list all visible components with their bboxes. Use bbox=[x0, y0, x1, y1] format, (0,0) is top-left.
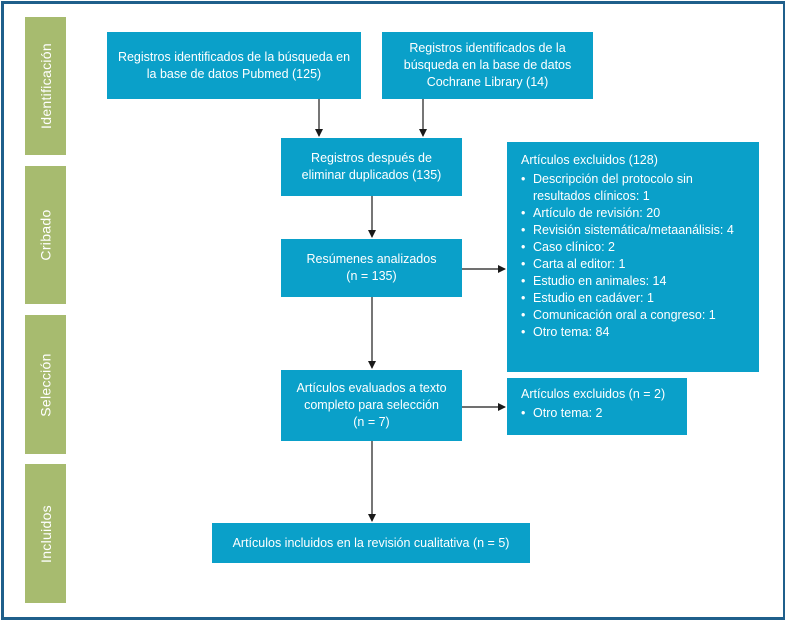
phase-seleccion: Selección bbox=[25, 315, 66, 454]
excluidos-1-item: Otro tema: 84 bbox=[521, 324, 745, 341]
box-resumenes-text: Resúmenes analizados (n = 135) bbox=[306, 252, 437, 283]
box-pubmed-text: Registros identificados de la búsqueda e… bbox=[117, 49, 351, 81]
box-pubmed: Registros identificados de la búsqueda e… bbox=[107, 32, 361, 99]
box-duplicados: Registros después de eliminar duplicados… bbox=[281, 138, 462, 196]
excluidos-1-item: Descripción del protocolo sin resultados… bbox=[521, 171, 745, 205]
box-evaluados: Artículos evaluados a texto completo par… bbox=[281, 370, 462, 441]
phase-identificacion: Identificación bbox=[25, 17, 66, 155]
phase-incluidos: Incluidos bbox=[25, 464, 66, 603]
box-incluidos-text: Artículos incluidos en la revisión cuali… bbox=[232, 535, 510, 550]
excluidos-1-list: Descripción del protocolo sin resultados… bbox=[521, 171, 745, 341]
excluidos-1-item: Comunicación oral a congreso: 1 bbox=[521, 307, 745, 324]
box-cochrane: Registros identificados de la búsqueda e… bbox=[382, 32, 593, 99]
excluidos-1-item: Estudio en animales: 14 bbox=[521, 273, 745, 290]
excluidos-2-list: Otro tema: 2 bbox=[521, 405, 602, 422]
box-incluidos: Artículos incluidos en la revisión cuali… bbox=[212, 523, 530, 563]
phase-cribado: Cribado bbox=[25, 166, 66, 304]
box-duplicados-text: Registros después de eliminar duplicados… bbox=[301, 151, 442, 182]
excluidos-2-item: Otro tema: 2 bbox=[521, 405, 602, 422]
excluidos-1-item: Estudio en cadáver: 1 bbox=[521, 290, 745, 307]
excluidos-1-item: Revisión sistemática/metaanálisis: 4 bbox=[521, 222, 745, 239]
excluidos-1-title: Artículos excluidos (128) bbox=[521, 153, 658, 167]
excluidos-1-item: Artículo de revisión: 20 bbox=[521, 205, 745, 222]
excluidos-2-title: Artículos excluidos (n = 2) bbox=[521, 387, 666, 401]
box-evaluados-text: Artículos evaluados a texto completo par… bbox=[296, 381, 447, 429]
box-excluidos-2: Artículos excluidos (n = 2) Otro tema: 2 bbox=[507, 378, 687, 435]
box-cochrane-text: Registros identificados de la búsqueda e… bbox=[403, 41, 572, 89]
excluidos-1-item: Caso clínico: 2 bbox=[521, 239, 745, 256]
excluidos-1-item: Carta al editor: 1 bbox=[521, 256, 745, 273]
box-excluidos-1: Artículos excluidos (128) Descripción de… bbox=[507, 142, 759, 372]
box-resumenes: Resúmenes analizados (n = 135) bbox=[281, 239, 462, 297]
